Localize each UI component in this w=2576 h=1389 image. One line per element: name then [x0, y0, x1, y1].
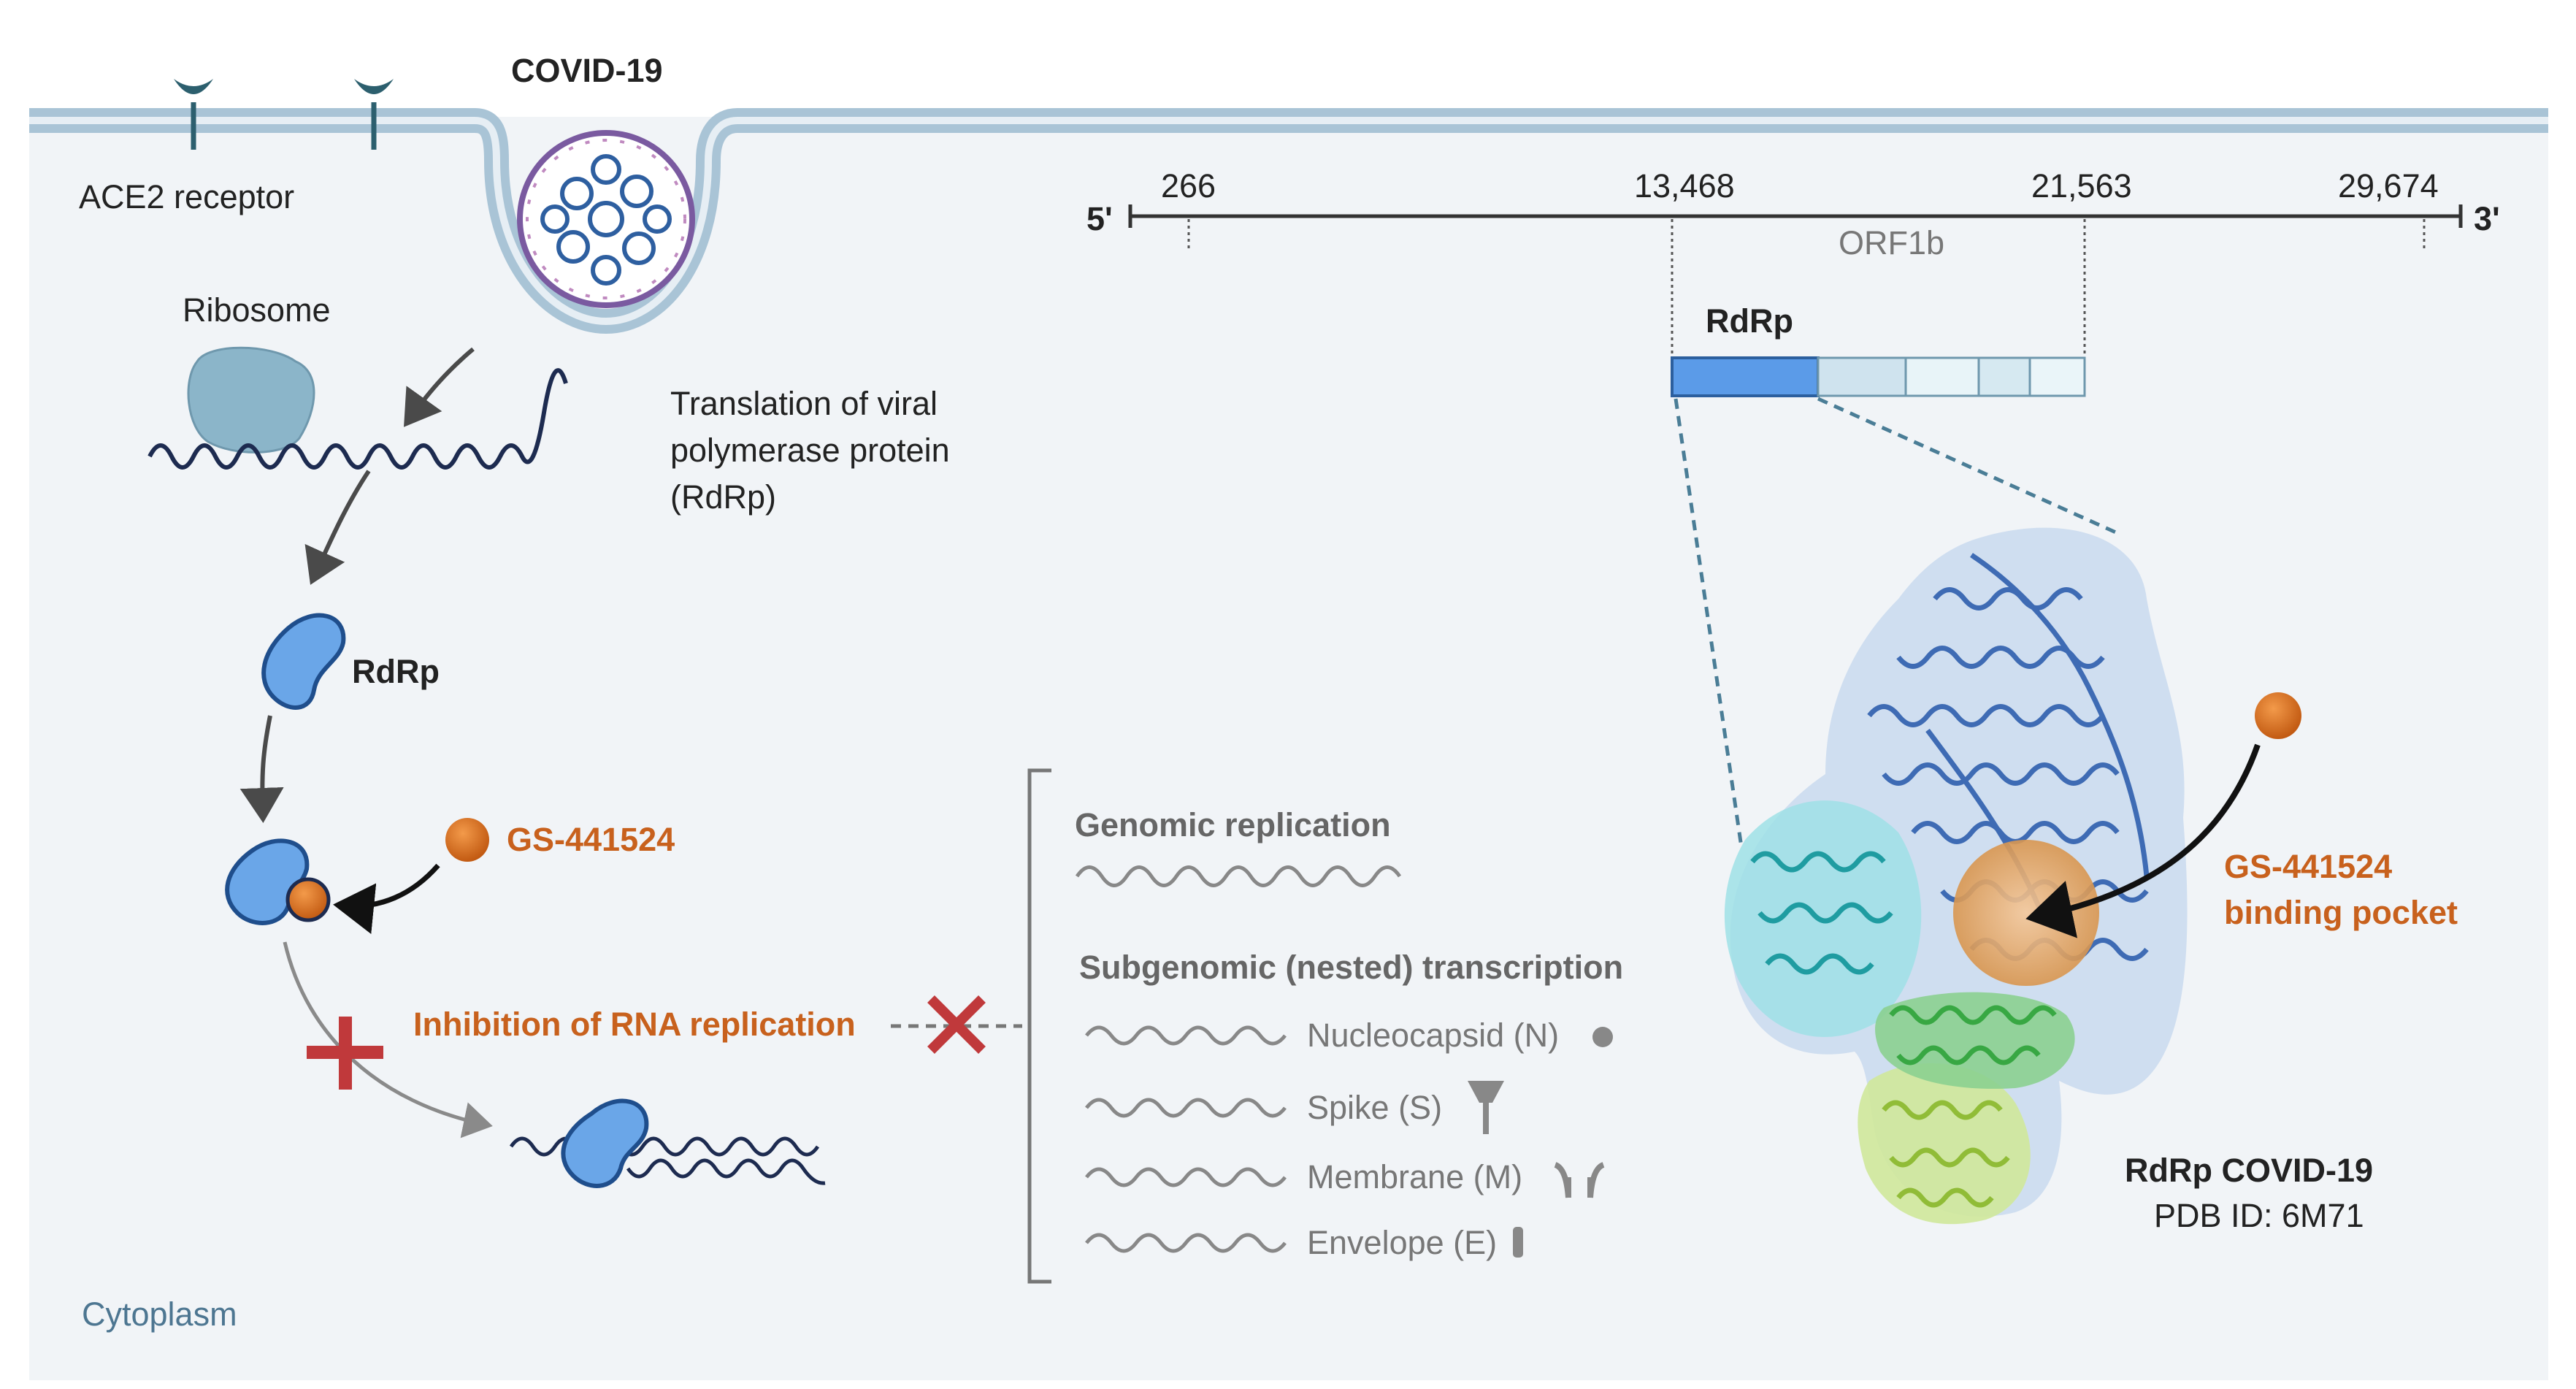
structure-title: RdRp COVID-19	[2125, 1152, 2373, 1189]
position-label: 13,468	[1634, 167, 1735, 204]
subgenomic-item-label: Membrane (M)	[1307, 1158, 1522, 1195]
orf1b-domain-bar	[1671, 356, 2086, 397]
cytoplasm-label: Cytoplasm	[82, 1296, 237, 1333]
rdrp-segment-label: RdRp	[1706, 302, 1793, 340]
pocket-binding-arrow	[2025, 743, 2261, 938]
zoom-line-left	[1674, 398, 1744, 848]
subgenomic-item-nucleocapsid: Nucleocapsid (N)	[1085, 1017, 1613, 1054]
blocked-replication-arrow	[283, 941, 493, 1139]
membrane-protein-icon	[1554, 1162, 1605, 1198]
inhibition-x-icon	[927, 995, 986, 1054]
mrna-strand	[147, 368, 568, 470]
three-prime-label: 3'	[2474, 200, 2500, 237]
subgenomic-item-envelope: Envelope (E)	[1085, 1224, 1523, 1261]
subgenomic-item-membrane: Membrane (M)	[1085, 1158, 1605, 1198]
binding-pocket-label: GS-441524 binding pocket	[2224, 848, 2458, 931]
inhibition-label: Inhibition of RNA replication	[413, 1006, 856, 1043]
zoom-line-right	[1817, 397, 2119, 535]
translation-arrow	[304, 470, 371, 585]
rdrp-protein-icon	[261, 613, 346, 710]
cell-membrane	[29, 108, 2548, 334]
subgenomic-item-label: Spike (S)	[1307, 1089, 1442, 1126]
orf-label: ORF1b	[1839, 224, 1944, 261]
rdrp-to-complex-arrow	[239, 715, 284, 823]
rdrp-structure-image	[1724, 527, 2188, 1225]
position-label: 266	[1161, 167, 1216, 204]
rdrp-protein-label: RdRp	[352, 653, 440, 690]
replication-rna-strand	[509, 1136, 820, 1157]
translation-label: Translation of viral polymerase protein …	[670, 385, 959, 516]
spike-icon	[1468, 1081, 1504, 1134]
rna-wave	[1085, 1025, 1287, 1046]
rna-wave	[1085, 1233, 1287, 1253]
virus-particle-icon	[517, 130, 695, 308]
replication-bracket	[1027, 768, 1051, 1284]
position-label: 21,563	[2031, 167, 2132, 204]
position-label: 29,674	[2338, 167, 2439, 204]
drug-binding-arrow	[333, 863, 440, 934]
ribosome-label: Ribosome	[183, 291, 331, 329]
top-strip	[29, 29, 2548, 117]
ace2-receptor-icon	[174, 79, 394, 150]
drug-label: GS-441524	[507, 821, 675, 858]
pdb-id-label: PDB ID: 6M71	[2154, 1197, 2364, 1234]
five-prime-label: 5'	[1086, 200, 1113, 237]
circle-icon	[1592, 1027, 1613, 1047]
binding-pocket-icon	[1953, 840, 2099, 986]
inhibition-cross-icon	[307, 1017, 383, 1090]
subgenomic-transcription-title: Subgenomic (nested) transcription	[1079, 949, 1623, 986]
drug-bound-icon	[285, 877, 331, 922]
rna-wave	[1085, 1098, 1287, 1118]
replication-rna-strand-new	[626, 1158, 826, 1185]
envelope-protein-icon	[1513, 1227, 1523, 1258]
subgenomic-item-spike: Spike (S)	[1085, 1081, 1504, 1134]
drug-molecule-icon	[445, 818, 489, 862]
rna-wave	[1085, 1167, 1287, 1187]
ribosome-icon	[187, 346, 315, 454]
entry-arrow	[404, 347, 475, 427]
genomic-rna-wave	[1075, 865, 1402, 887]
drug-molecule-icon	[2255, 692, 2301, 739]
subgenomic-item-label: Nucleocapsid (N)	[1307, 1017, 1559, 1054]
ace2-receptor-label: ACE2 receptor	[79, 178, 294, 215]
virus-label: COVID-19	[511, 52, 663, 89]
genome-map: 5' 3' 266 13,468 21,563 29,674 ORF1b RdR…	[1086, 167, 2500, 848]
replicating-rdrp-icon	[561, 1098, 649, 1188]
genomic-replication-title: Genomic replication	[1075, 806, 1391, 843]
subgenomic-item-label: Envelope (E)	[1307, 1224, 1497, 1261]
